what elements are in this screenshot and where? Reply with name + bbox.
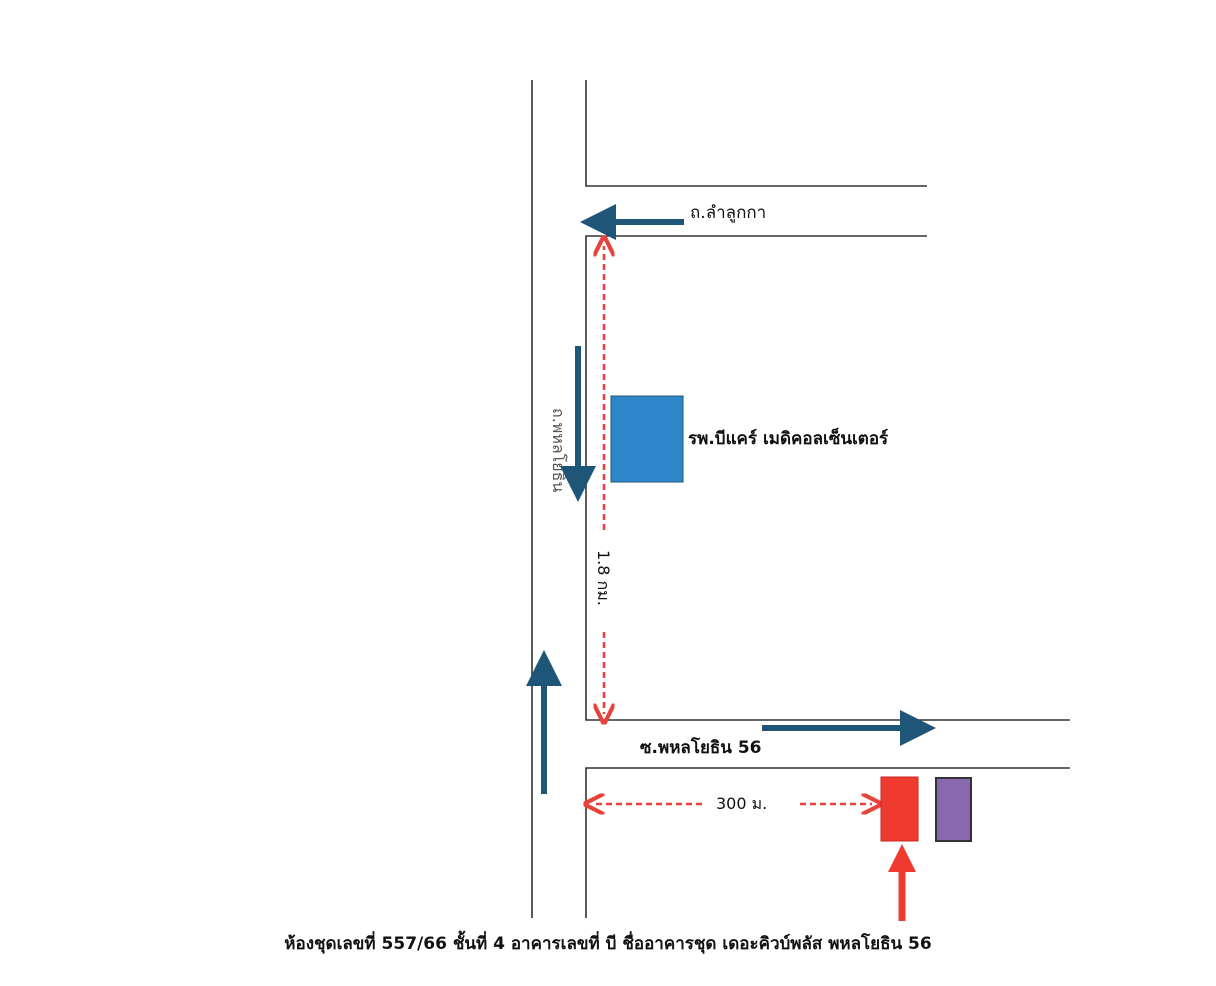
lamlukka-road-label: ถ.ลำลูกกา	[690, 203, 766, 223]
direction-arrows	[526, 204, 936, 794]
block-top-edge	[585, 80, 927, 187]
hospital-label: รพ.บีแคร์ เมดิคอลเซ็นเตอร์	[688, 426, 889, 449]
road-lines	[531, 80, 1070, 918]
distance-short-label: 300 ม.	[716, 794, 767, 813]
property-caption: ห้องชุดเลขที่ 557/66 ชั้นที่ 4 อาคารเลขท…	[284, 934, 932, 954]
neighbor-building	[935, 777, 972, 842]
distance-long-label: 1.8 กม.	[594, 550, 613, 606]
distance-markers	[594, 246, 872, 804]
hospital-building	[610, 395, 684, 483]
target-building	[880, 776, 919, 842]
phahonyothin-road-label: ถ.พหลโยธิน	[549, 408, 568, 492]
soi-phahonyothin-56-label: ซ.พหลโยธิน 56	[640, 737, 762, 758]
block-bottom-edge	[585, 767, 1070, 918]
